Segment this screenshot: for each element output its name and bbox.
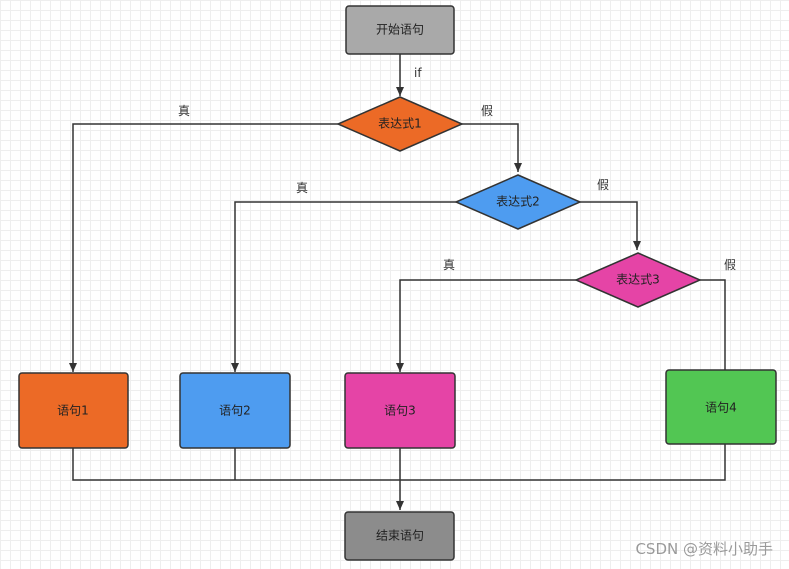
statement-4[interactable]: 语句4 — [665, 369, 777, 445]
false-label-cond1: 假 — [481, 104, 493, 118]
start-node[interactable]: 开始语句 — [345, 5, 455, 55]
statement-1[interactable]: 语句1 — [18, 372, 129, 449]
edge-cond2-true-to-stmt2 — [231, 201, 456, 372]
true-label-cond3: 真 — [443, 258, 455, 272]
statement-4-shape — [665, 369, 777, 445]
decision-1[interactable]: 表达式1 — [336, 96, 464, 152]
edges — [69, 54, 726, 510]
end-node[interactable]: 结束语句 — [344, 511, 455, 561]
true-label-cond1: 真 — [178, 104, 190, 118]
statement-1-shape — [18, 372, 129, 449]
edge-cond3-true-to-stmt3 — [396, 279, 576, 372]
statement-3-shape — [344, 372, 456, 449]
decision-2[interactable]: 表达式2 — [454, 174, 582, 230]
statement-3-label: 语句3 — [384, 404, 416, 418]
decision-1-label: 表达式1 — [378, 117, 422, 131]
statement-2-shape — [179, 372, 291, 449]
edge-cond2-false-to-cond3 — [580, 201, 641, 250]
statement-3[interactable]: 语句3 — [344, 372, 456, 449]
decision-1-shape — [336, 96, 464, 152]
edge-cond3-false-to-stmt4 — [700, 279, 726, 370]
start-node-shape — [345, 5, 455, 55]
edge-cond1-false-to-cond2 — [462, 123, 522, 172]
true-label-cond2: 真 — [296, 181, 308, 195]
statement-2-label: 语句2 — [219, 404, 251, 418]
edge-cond1-true-to-stmt1 — [69, 123, 338, 372]
edge-labels: if 真 假 真 假 真 假 — [178, 66, 736, 272]
start-node-label: 开始语句 — [376, 23, 424, 37]
end-node-label: 结束语句 — [376, 529, 424, 543]
decision-3-shape — [574, 252, 702, 308]
decision-3-label: 表达式3 — [616, 273, 660, 287]
false-label-cond3: 假 — [724, 258, 736, 272]
decision-2-shape — [454, 174, 582, 230]
end-node-shape — [344, 511, 455, 561]
edge-stmt4-to-merge — [400, 444, 726, 481]
edge-stmt1-to-merge — [72, 448, 400, 481]
statement-2[interactable]: 语句2 — [179, 372, 291, 449]
decision-2-label: 表达式2 — [496, 195, 540, 209]
decision-3[interactable]: 表达式3 — [574, 252, 702, 308]
statement-4-label: 语句4 — [705, 401, 737, 415]
if-label: if — [414, 66, 422, 80]
statement-1-label: 语句1 — [57, 404, 89, 418]
watermark: CSDN @资料小助手 — [635, 540, 773, 558]
false-label-cond2: 假 — [597, 178, 609, 192]
